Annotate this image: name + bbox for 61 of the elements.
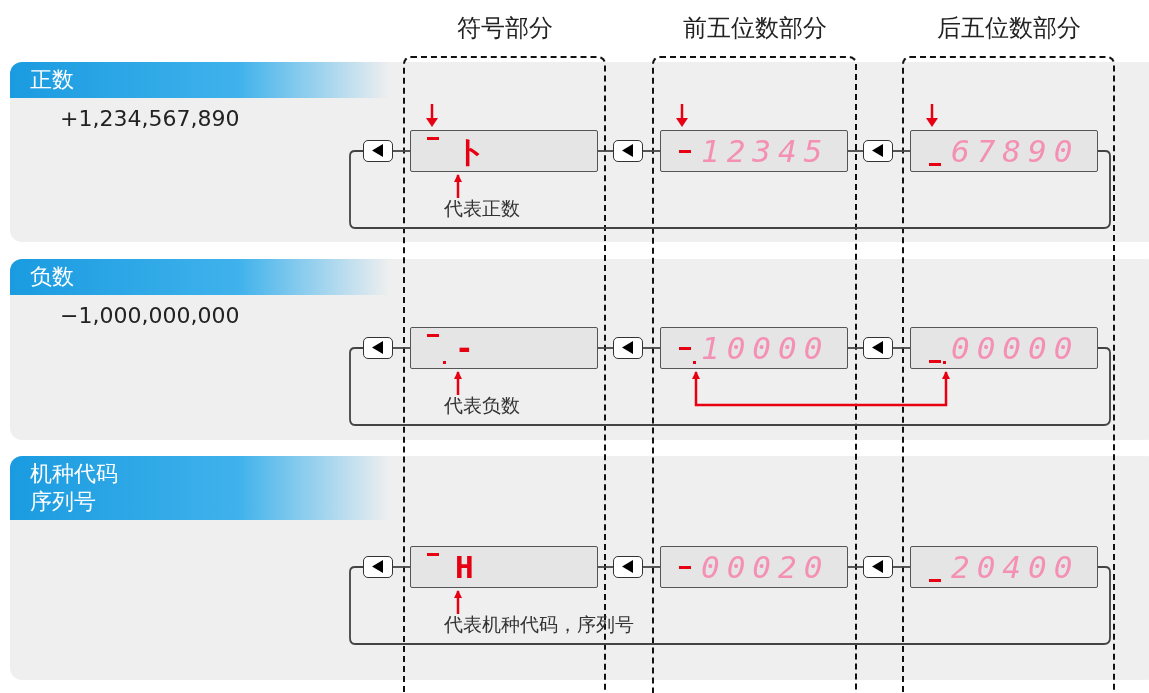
display-digits: 00020 xyxy=(701,549,830,585)
connector-line xyxy=(392,150,411,152)
connector-line xyxy=(597,566,614,568)
led-display xyxy=(410,327,598,369)
column-heading: 前五位数部分 xyxy=(682,13,827,44)
annotation-text: 代表正数 xyxy=(444,196,520,222)
display-digits: 67890 xyxy=(951,133,1080,169)
display-digits: 12345 xyxy=(701,133,830,169)
example-value: +1,234,567,890 xyxy=(60,106,240,131)
left-arrow-key xyxy=(863,140,893,162)
left-arrow-key xyxy=(363,556,393,578)
display-digits: 00000 xyxy=(951,330,1080,366)
row-title: 序列号 xyxy=(30,488,96,516)
connector-line xyxy=(392,347,411,349)
arrow xyxy=(454,371,462,395)
connector-line xyxy=(892,347,911,349)
led-display xyxy=(410,130,598,172)
arrow xyxy=(692,371,950,407)
row-band xyxy=(10,456,1149,680)
annotation-text: 代表机种代码，序列号 xyxy=(444,612,634,638)
led-display xyxy=(910,327,1098,369)
led-display xyxy=(660,327,848,369)
connector-line xyxy=(892,566,911,568)
connector-line xyxy=(642,566,661,568)
display-digits: - xyxy=(455,330,481,366)
left-arrow-key xyxy=(613,337,643,359)
display-digits: 10000 xyxy=(701,330,830,366)
row-title: 机种代码 xyxy=(30,460,118,488)
connector-line xyxy=(642,150,661,152)
connector-line xyxy=(597,347,614,349)
led-display xyxy=(910,546,1098,588)
left-arrow-key xyxy=(863,556,893,578)
row-title: 负数 xyxy=(30,263,74,291)
connector-line xyxy=(847,566,864,568)
connector-line xyxy=(597,150,614,152)
led-display xyxy=(660,546,848,588)
display-digits: H xyxy=(455,549,481,585)
connector-line xyxy=(642,347,661,349)
led-display xyxy=(660,130,848,172)
led-display xyxy=(410,546,598,588)
led-display xyxy=(910,130,1098,172)
row-title: 正数 xyxy=(30,66,74,94)
row-band xyxy=(10,62,1149,242)
display-digits: 20400 xyxy=(951,549,1080,585)
annotation-text: 代表负数 xyxy=(444,393,520,419)
connector-line xyxy=(892,150,911,152)
left-arrow-key xyxy=(613,556,643,578)
column-heading: 后五位数部分 xyxy=(936,13,1081,44)
left-arrow-key xyxy=(363,337,393,359)
arrow xyxy=(454,590,462,614)
connector-line xyxy=(847,347,864,349)
row-band xyxy=(10,259,1149,440)
connector-line xyxy=(847,150,864,152)
example-value: −1,000,000,000 xyxy=(60,303,240,328)
connector-line xyxy=(392,566,411,568)
left-arrow-key xyxy=(863,337,893,359)
arrow xyxy=(454,174,462,198)
column-heading: 符号部分 xyxy=(456,13,553,44)
display-digits: ト xyxy=(455,133,494,169)
left-arrow-key xyxy=(613,140,643,162)
left-arrow-key xyxy=(363,140,393,162)
